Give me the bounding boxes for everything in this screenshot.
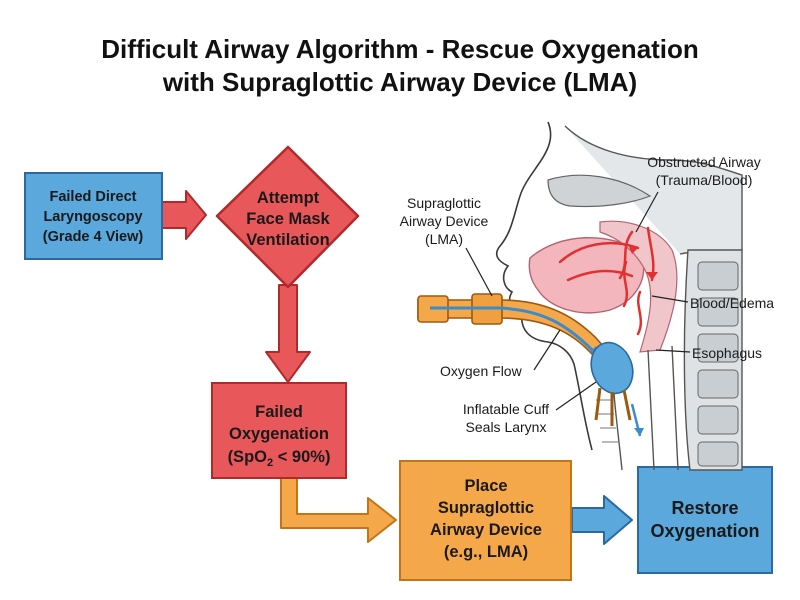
label-sga-line-2: Airway Device [400, 213, 489, 229]
arrow-facemask-to-failedoxy [265, 284, 311, 383]
label-blood-edema: Blood/Edema [690, 295, 774, 311]
anatomy-illustration [417, 121, 743, 471]
node-failed-dl-line-1: Failed Direct [49, 189, 136, 205]
node-sga-line-4: (e.g., LMA) [444, 543, 528, 561]
node-sga-line-2: Supraglottic [438, 499, 534, 517]
node-attempt-face-mask-ventilation: Attempt Face Mask Ventilation [215, 145, 360, 289]
label-sga-line-1: Supraglottic [407, 195, 481, 211]
node-failed-dl-line-3: (Grade 4 View) [43, 229, 144, 245]
node-failed-direct-laryngoscopy: Failed Direct Laryngoscopy (Grade 4 View… [24, 172, 163, 260]
node-restore-line-2: Oxygenation [650, 521, 759, 541]
node-sga-line-1: Place [464, 477, 507, 495]
node-failed-oxy-line-1: Failed [255, 403, 303, 421]
title-line-1: Difficult Airway Algorithm - Rescue Oxyg… [101, 34, 699, 64]
node-facemask-line-2: Face Mask [246, 210, 330, 228]
spo2-subscript: 2 [267, 457, 273, 469]
node-failed-oxy-line-2: Oxygenation [229, 425, 329, 443]
node-failed-dl-line-2: Laryngoscopy [43, 209, 142, 225]
label-cuff-line-1: Inflatable Cuff [463, 401, 549, 417]
node-facemask-line-3: Ventilation [246, 231, 329, 249]
label-esophagus: Esophagus [692, 345, 762, 361]
node-failed-oxygenation: Failed Oxygenation (SpO2 < 90%) [211, 382, 347, 479]
title-line-2: with Supraglottic Airway Device (LMA) [162, 67, 637, 97]
label-cuff-line-2: Seals Larynx [466, 419, 547, 435]
node-restore-oxygenation: Restore Oxygenation [637, 466, 773, 574]
node-failed-oxy-line-3: (SpO2 < 90%) [228, 448, 331, 469]
arrow-sga-to-restore [571, 495, 633, 545]
lma-tube [417, 293, 644, 437]
label-obstructed-line-1: Obstructed Airway [647, 154, 761, 170]
node-facemask-line-1: Attempt [257, 189, 320, 207]
label-obstructed-line-2: (Trauma/Blood) [656, 172, 753, 188]
arrow-failedoxy-to-sga [280, 477, 397, 543]
node-place-supraglottic-airway: Place Supraglottic Airway Device (e.g., … [399, 460, 572, 581]
node-restore-line-1: Restore [671, 498, 738, 518]
spo2-suffix: < 90%) [273, 448, 330, 466]
label-oxygen-flow: Oxygen Flow [440, 363, 523, 379]
arrow-dl-to-facemask [161, 190, 207, 240]
spo2-prefix: (SpO [228, 448, 268, 466]
label-sga-line-3: (LMA) [425, 231, 463, 247]
node-sga-line-3: Airway Device [430, 521, 542, 539]
